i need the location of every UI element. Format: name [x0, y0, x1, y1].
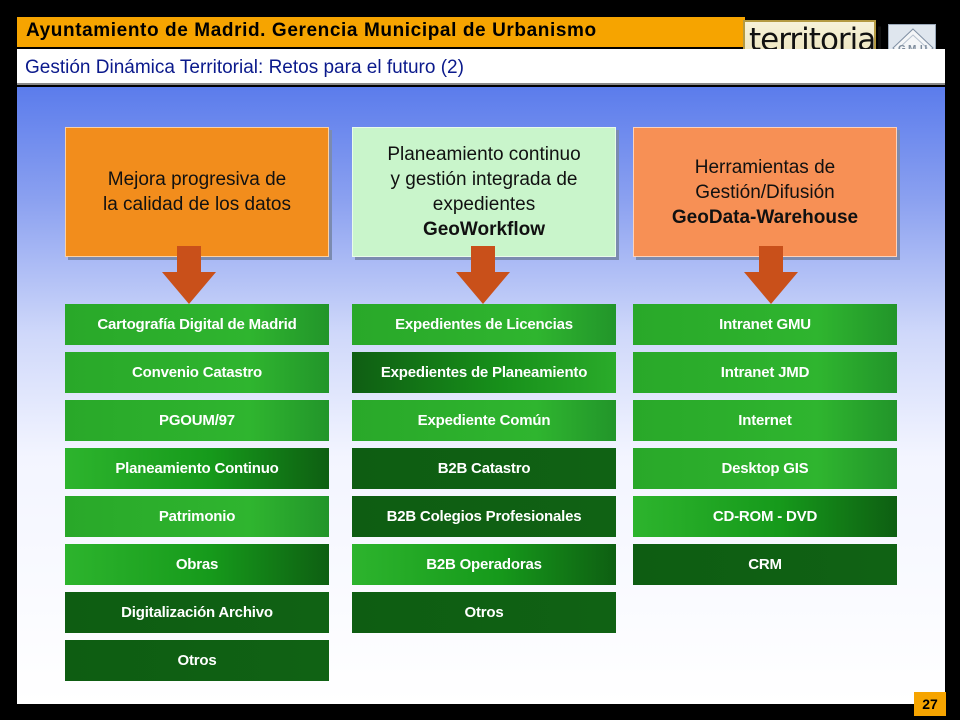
item-cd-rom-dvd: CD-ROM - DVD: [633, 496, 897, 537]
item-label: B2B Catastro: [437, 460, 531, 477]
item-label: Desktop GIS: [721, 460, 809, 477]
page-number: 27: [914, 692, 946, 716]
heading-line: expedientes: [432, 194, 536, 215]
item-otros: Otros: [352, 592, 616, 633]
item-crm: CRM: [633, 544, 897, 585]
item-label: Obras: [175, 556, 219, 573]
item-planeamiento-continuo: Planeamiento Continuo: [65, 448, 329, 489]
item-internet: Internet: [633, 400, 897, 441]
down-arrow-icon: [744, 246, 798, 304]
item-label: Patrimonio: [158, 508, 236, 525]
down-arrow-icon: [456, 246, 510, 304]
item-label: Convenio Catastro: [132, 364, 262, 381]
item-label: PGOUM/97: [159, 412, 235, 429]
item-convenio-catastro: Convenio Catastro: [65, 352, 329, 393]
title-bar: Ayuntamiento de Madrid. Gerencia Municip…: [17, 17, 745, 47]
item-b2b-operadoras: B2B Operadoras: [352, 544, 616, 585]
heading-line: la calidad de los datos: [102, 194, 291, 215]
column-heading-data-quality: Mejora progresiva de la calidad de los d…: [65, 127, 329, 257]
subtitle-bar: Gestión Dinámica Territorial: Retos para…: [17, 49, 945, 85]
item-b2b-catastro: B2B Catastro: [352, 448, 616, 489]
item-label: Digitalización Archivo: [121, 604, 273, 621]
item-expedientes-planeamiento: Expedientes de Planeamiento: [352, 352, 616, 393]
item-label: Intranet GMU: [719, 316, 811, 333]
item-label: B2B Colegios Profesionales: [386, 508, 582, 525]
item-b2b-colegios: B2B Colegios Profesionales: [352, 496, 616, 537]
item-intranet-jmd: Intranet JMD: [633, 352, 897, 393]
item-label: Intranet JMD: [720, 364, 810, 381]
heading-bold-label: GeoWorkflow: [422, 219, 546, 240]
item-cartografia-digital: Cartografía Digital de Madrid: [65, 304, 329, 345]
heading-line: Planeamiento continuo: [387, 144, 581, 165]
item-label: Expedientes de Licencias: [395, 316, 573, 333]
item-obras: Obras: [65, 544, 329, 585]
item-desktop-gis: Desktop GIS: [633, 448, 897, 489]
item-expediente-comun: Expediente Común: [352, 400, 616, 441]
down-arrow-icon: [162, 246, 216, 304]
item-label: Cartografía Digital de Madrid: [97, 316, 297, 333]
item-label: Otros: [177, 652, 217, 669]
slide-title: Ayuntamiento de Madrid. Gerencia Municip…: [26, 20, 597, 41]
item-label: B2B Operadoras: [426, 556, 542, 573]
item-label: CD-ROM - DVD: [712, 508, 818, 525]
item-digitalizacion-archivo: Digitalización Archivo: [65, 592, 329, 633]
item-label: Planeamiento Continuo: [115, 460, 279, 477]
item-expedientes-licencias: Expedientes de Licencias: [352, 304, 616, 345]
heading-line: Gestión/Difusión: [695, 181, 835, 203]
item-label: Expedientes de Planeamiento: [380, 364, 588, 381]
item-pgoum97: PGOUM/97: [65, 400, 329, 441]
heading-line: Herramientas de: [694, 156, 836, 178]
item-label: Expediente Común: [417, 412, 551, 429]
item-otros: Otros: [65, 640, 329, 681]
item-label: CRM: [748, 556, 782, 573]
column-heading-geoworkflow: Planeamiento continuo y gestión integrad…: [352, 127, 616, 257]
slide-subtitle: Gestión Dinámica Territorial: Retos para…: [25, 57, 464, 78]
item-patrimonio: Patrimonio: [65, 496, 329, 537]
item-intranet-gmu: Intranet GMU: [633, 304, 897, 345]
heading-bold-label: GeoData-Warehouse: [671, 206, 859, 228]
item-label: Otros: [464, 604, 504, 621]
item-label: Internet: [738, 412, 792, 429]
heading-line: Mejora progresiva de: [107, 169, 287, 190]
column-heading-geodata-warehouse: Herramientas de Gestión/Difusión GeoData…: [633, 127, 897, 257]
heading-line: y gestión integrada de: [390, 169, 578, 190]
